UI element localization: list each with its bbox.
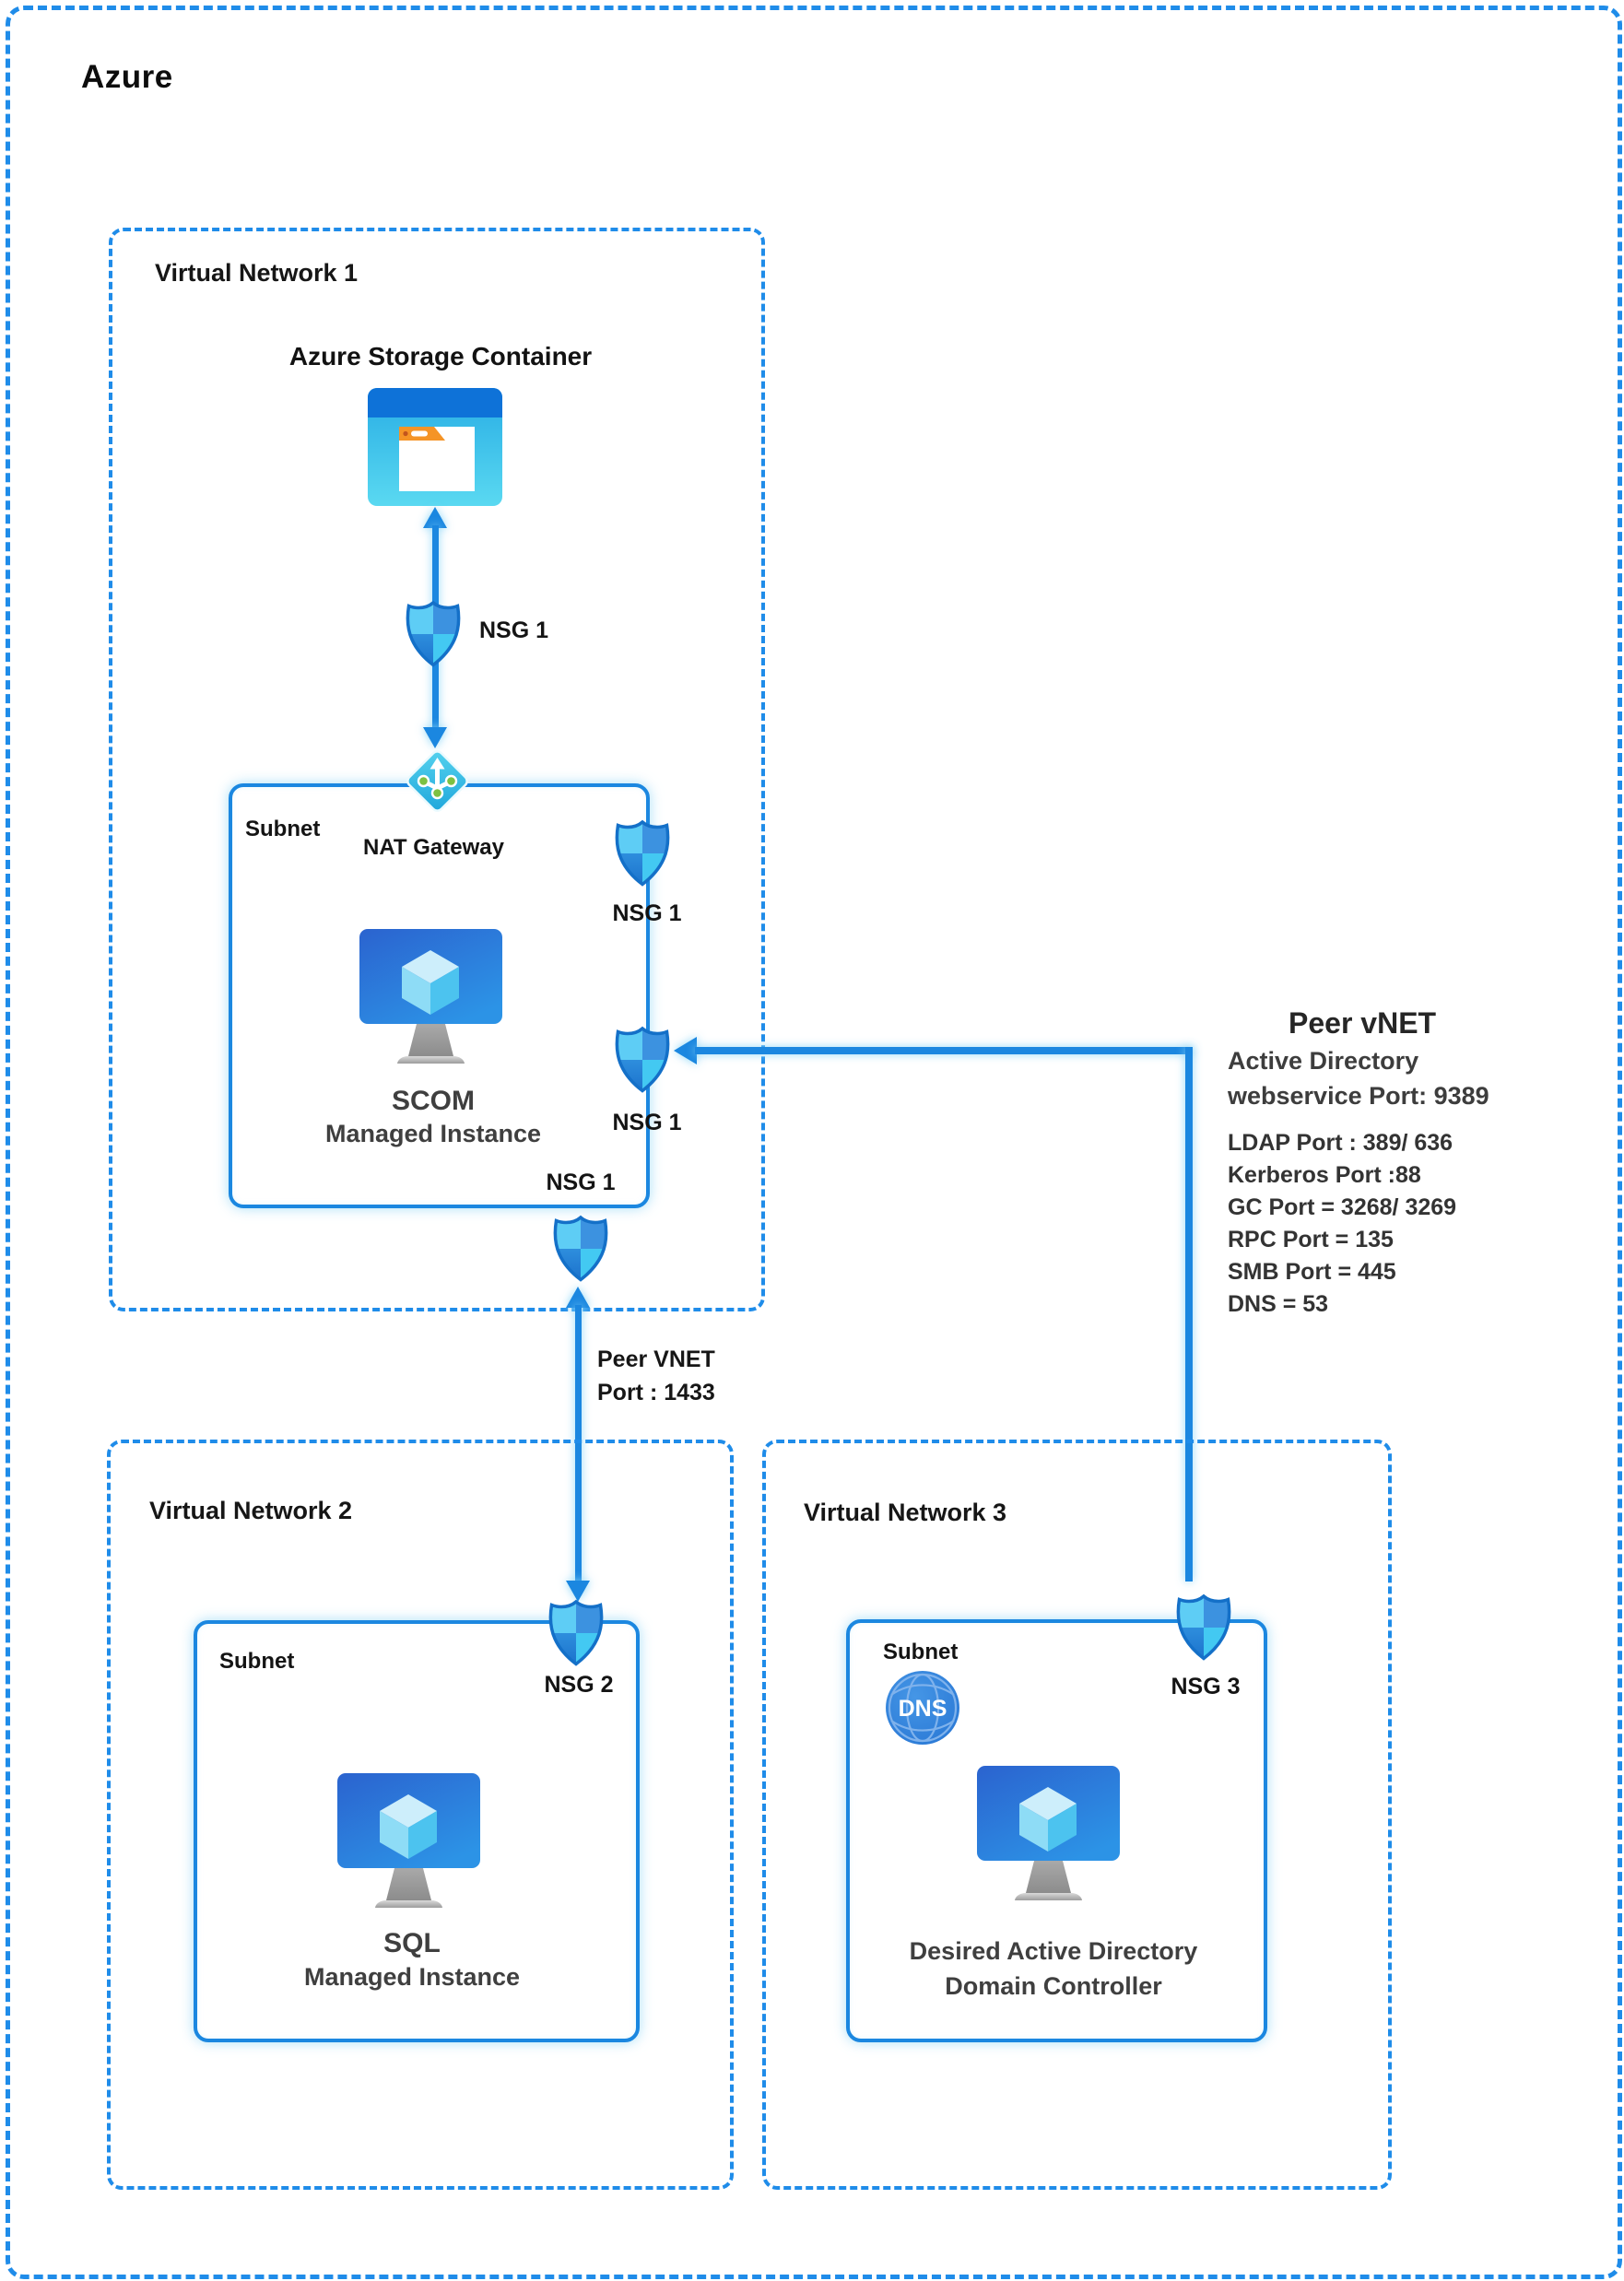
azure-boundary-box bbox=[6, 6, 1622, 2279]
peer-note-line2: webservice Port: 9389 bbox=[1228, 1082, 1489, 1110]
azure-storage-container-icon bbox=[368, 388, 502, 506]
ad-subtitle: Domain Controller bbox=[945, 1972, 1162, 2000]
nsg1-bottom-label: NSG 1 bbox=[546, 1170, 616, 1195]
storage-container-label: Azure Storage Container bbox=[288, 342, 593, 370]
page-title: Azure bbox=[81, 59, 173, 95]
svg-text:DNS: DNS bbox=[899, 1696, 947, 1722]
port-line-gc: GC Port = 3268/ 3269 bbox=[1228, 1194, 1457, 1220]
port-line-kerberos: Kerberos Port :88 bbox=[1228, 1162, 1421, 1188]
vnet3-label: Virtual Network 3 bbox=[804, 1499, 1007, 1526]
nsg1-right-top-label: NSG 1 bbox=[612, 900, 682, 926]
ad-title: Desired Active Directory bbox=[909, 1937, 1198, 1965]
port-line-smb: SMB Port = 445 bbox=[1228, 1259, 1396, 1285]
vnet2-box bbox=[107, 1440, 734, 2190]
peer-vnet-link-vertical-line bbox=[1185, 1047, 1193, 1581]
port-line-ldap: LDAP Port : 389/ 636 bbox=[1228, 1130, 1453, 1156]
scom-managed-instance-icon bbox=[359, 929, 507, 1067]
sql-peer-link-label-line1: Peer VNET bbox=[597, 1346, 715, 1372]
vnet2-subnet-box bbox=[194, 1620, 640, 2042]
vnet1-label: Virtual Network 1 bbox=[155, 259, 359, 287]
peer-vnet-link-horizontal-line bbox=[695, 1047, 1193, 1054]
nsg1-shield-right-mid-icon bbox=[614, 1026, 671, 1094]
sql-subtitle: Managed Instance bbox=[303, 1963, 521, 1991]
sql-title: SQL bbox=[383, 1928, 441, 1958]
dns-icon: DNS bbox=[883, 1668, 962, 1747]
peer-note-heading: Peer vNET bbox=[1289, 1006, 1437, 1040]
arrow-left-to-nsg1-mid bbox=[674, 1037, 697, 1064]
peer-note-line1: Active Directory bbox=[1228, 1047, 1419, 1075]
arrow-down-to-nsg2 bbox=[566, 1581, 590, 1602]
nsg1-shield-storage-icon bbox=[405, 600, 462, 668]
vnet3-subnet-label: Subnet bbox=[883, 1640, 959, 1664]
nsg1-storage-label: NSG 1 bbox=[479, 617, 549, 643]
arrow-down-to-nat-gateway bbox=[423, 727, 447, 748]
port-line-rpc: RPC Port = 135 bbox=[1228, 1227, 1394, 1252]
nsg1-shield-bottom-icon bbox=[552, 1215, 609, 1283]
nsg3-shield-icon bbox=[1175, 1593, 1232, 1662]
nsg2-label: NSG 2 bbox=[544, 1672, 614, 1698]
arrow-up-to-storage bbox=[423, 507, 447, 528]
ad-domain-controller-icon bbox=[977, 1766, 1124, 1904]
sql-peer-link-label-line2: Port : 1433 bbox=[597, 1380, 715, 1405]
nsg1-shield-right-top-icon bbox=[614, 819, 671, 888]
sql-peer-link-line bbox=[574, 1305, 582, 1583]
scom-subtitle: Managed Instance bbox=[324, 1120, 542, 1147]
nsg3-label: NSG 3 bbox=[1171, 1674, 1241, 1699]
nat-gateway-icon bbox=[403, 747, 472, 816]
arrow-up-to-nsg1-bottom bbox=[566, 1287, 590, 1308]
vnet2-subnet-label: Subnet bbox=[219, 1649, 295, 1674]
vnet3-box bbox=[762, 1440, 1392, 2190]
nsg2-shield-icon bbox=[547, 1599, 605, 1667]
port-line-dns: DNS = 53 bbox=[1228, 1291, 1329, 1317]
sql-managed-instance-icon bbox=[337, 1773, 485, 1911]
vnet1-subnet-label: Subnet bbox=[245, 817, 321, 841]
nsg1-right-mid-label: NSG 1 bbox=[612, 1110, 682, 1135]
vnet2-label: Virtual Network 2 bbox=[149, 1497, 353, 1524]
scom-title: SCOM bbox=[392, 1086, 475, 1116]
vnet1-box bbox=[109, 228, 765, 1311]
nat-gateway-label: NAT Gateway bbox=[363, 835, 504, 860]
